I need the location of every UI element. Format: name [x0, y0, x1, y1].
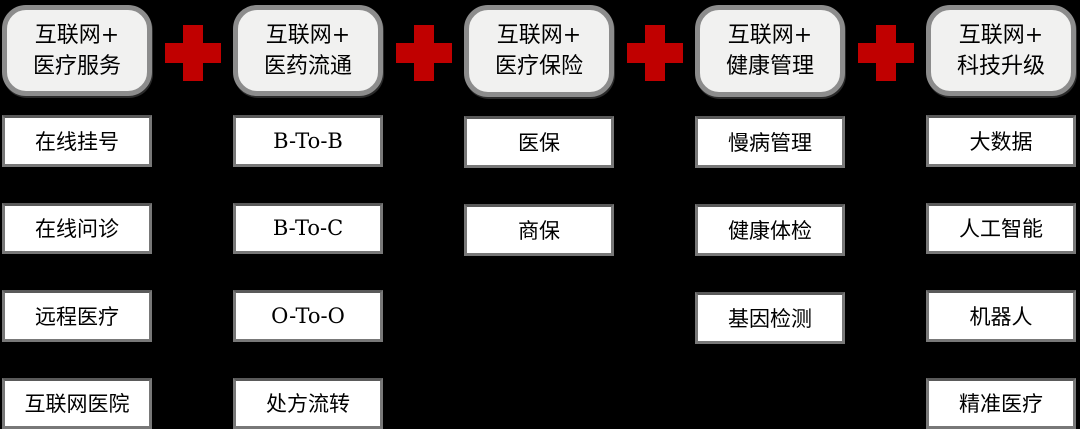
- separator: [152, 5, 233, 429]
- column-medical-insurance: 互联网+ 医疗保险 医保 商保: [464, 5, 614, 429]
- separator: [845, 5, 926, 429]
- header-line: 科技升级: [956, 53, 1045, 79]
- item-prescription-flow: 处方流转: [233, 377, 383, 429]
- item-internet-hospital: 互联网医院: [2, 377, 152, 429]
- header-line: 医疗服务: [32, 53, 121, 79]
- item-health-checkup: 健康体检: [695, 204, 845, 256]
- header-line: 互联网+: [958, 22, 1044, 48]
- header-line: 互联网+: [727, 23, 813, 48]
- item-online-registration: 在线挂号: [2, 115, 152, 167]
- column-header-health-management: 互联网+ 健康管理: [695, 5, 845, 97]
- item-artificial-intelligence: 人工智能: [926, 202, 1076, 255]
- item-robot: 机器人: [926, 290, 1076, 342]
- item-big-data: 大数据: [926, 115, 1076, 167]
- header-line: 医疗保险: [494, 54, 583, 79]
- column-header-medical-insurance: 互联网+ 医疗保险: [464, 5, 614, 97]
- item-o-to-o: O-To-O: [233, 290, 383, 342]
- plus-icon: [395, 25, 452, 81]
- column-header-pharma-distribution: 互联网+ 医药流通: [233, 5, 383, 97]
- separator: [614, 5, 695, 429]
- item-online-consultation: 在线问诊: [2, 202, 152, 255]
- column-pharma-distribution: 互联网+ 医药流通 B-To-B B-To-C O-To-O 处方流转: [233, 5, 383, 429]
- header-line: 互联网+: [265, 22, 351, 48]
- item-b-to-b: B-To-B: [233, 115, 383, 167]
- header-line: 互联网+: [34, 22, 120, 48]
- column-tech-upgrade: 互联网+ 科技升级 大数据 人工智能 机器人 精准医疗: [926, 5, 1076, 429]
- column-header-medical-services: 互联网+ 医疗服务: [2, 5, 152, 97]
- header-line: 医药流通: [263, 53, 352, 79]
- item-public-insurance: 医保: [464, 116, 614, 168]
- item-commercial-insurance: 商保: [464, 204, 614, 256]
- item-b-to-c: B-To-C: [233, 202, 383, 255]
- plus-icon: [164, 25, 221, 81]
- item-genetic-testing: 基因检测: [695, 292, 845, 344]
- plus-icon: [626, 25, 683, 81]
- column-header-tech-upgrade: 互联网+ 科技升级: [926, 5, 1076, 97]
- item-chronic-disease-management: 慢病管理: [695, 116, 845, 168]
- item-precision-medicine: 精准医疗: [926, 377, 1076, 429]
- header-line: 健康管理: [725, 54, 814, 79]
- column-medical-services: 互联网+ 医疗服务 在线挂号 在线问诊 远程医疗 互联网医院: [2, 5, 152, 429]
- item-telemedicine: 远程医疗: [2, 290, 152, 342]
- column-health-management: 互联网+ 健康管理 慢病管理 健康体检 基因检测: [695, 5, 845, 429]
- separator: [383, 5, 464, 429]
- plus-icon: [857, 25, 914, 81]
- header-line: 互联网+: [496, 23, 582, 48]
